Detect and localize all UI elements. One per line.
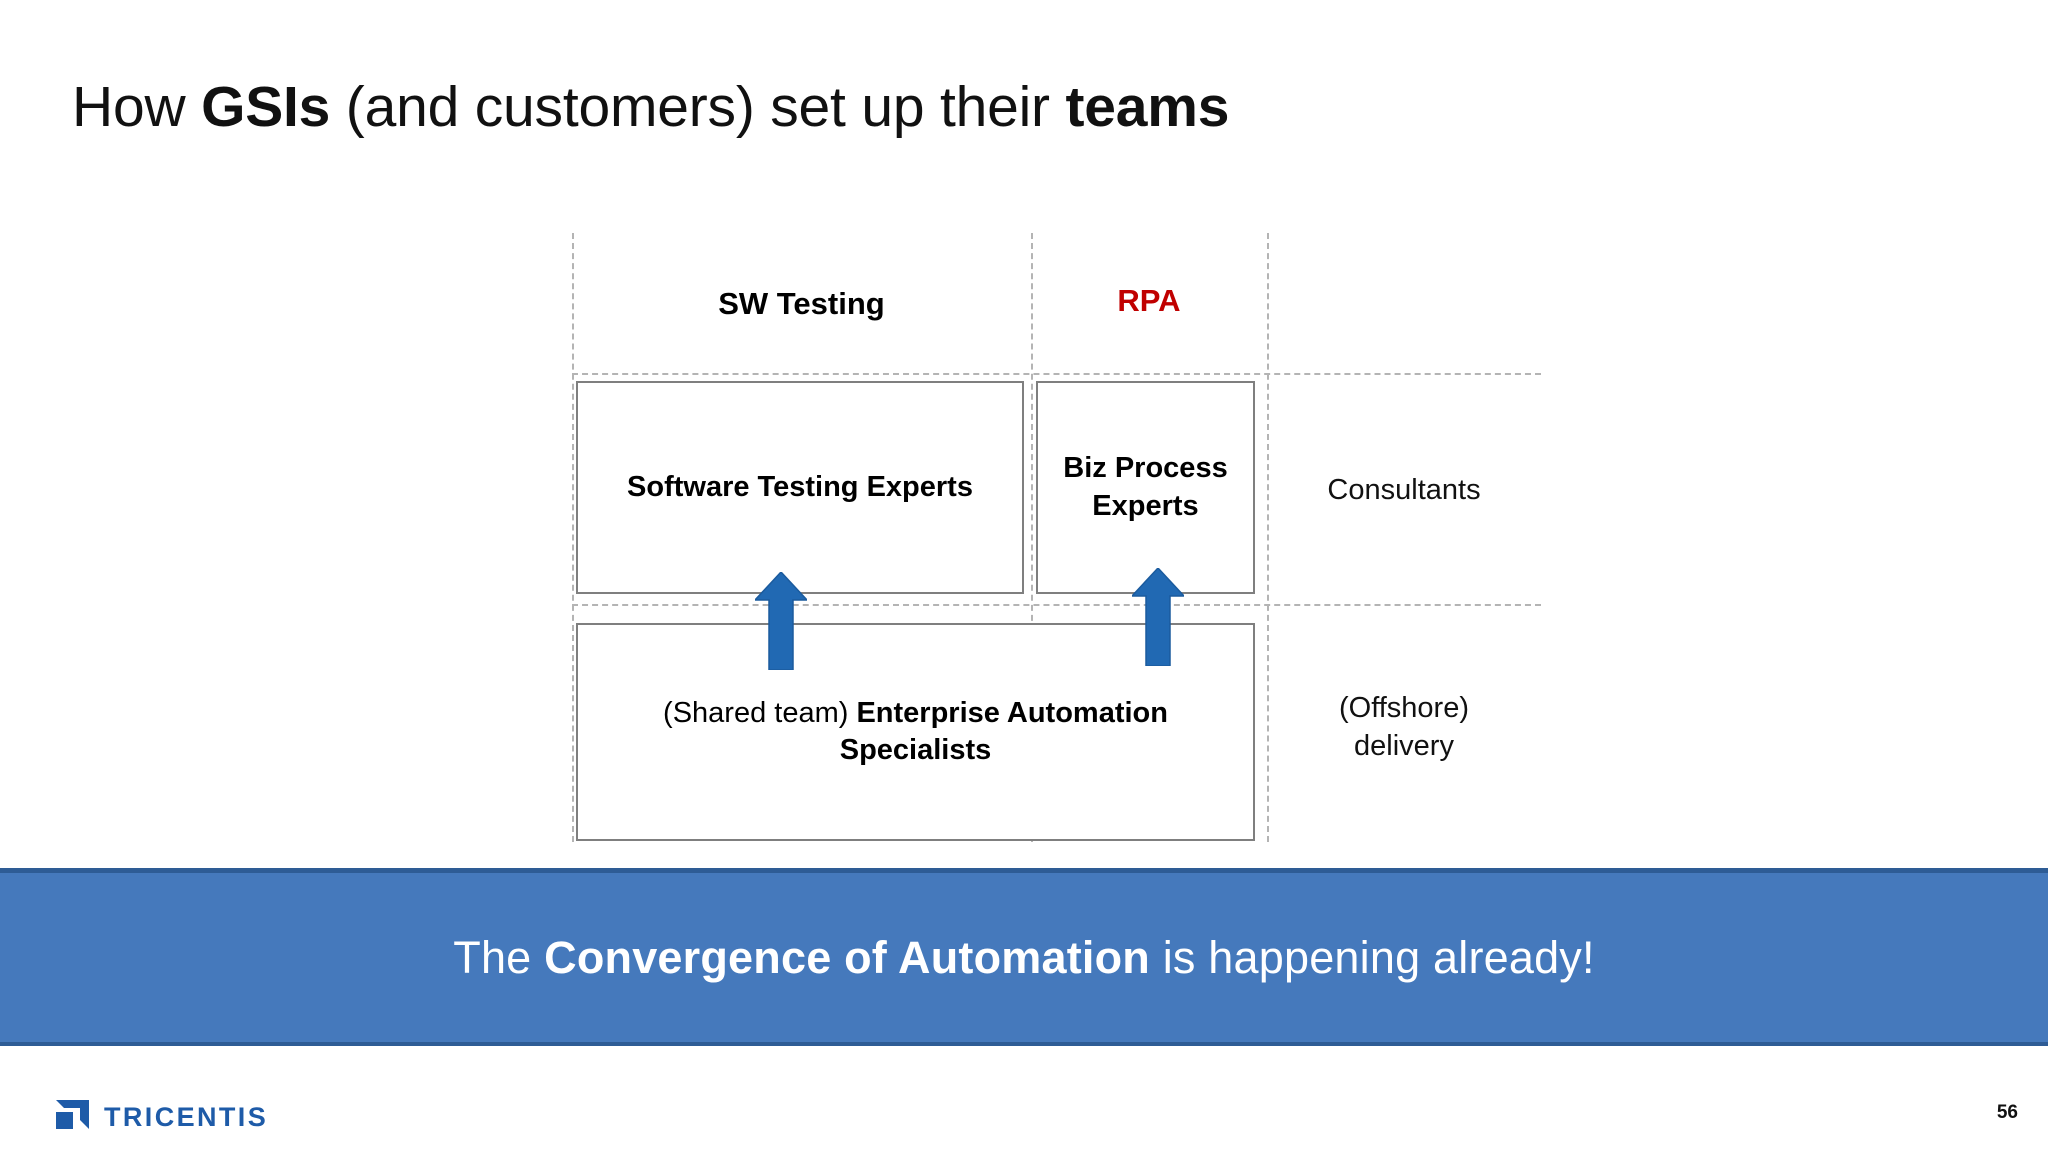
page-number: 56 [1996,1102,2018,1123]
grid-line-vertical-right [1267,233,1269,842]
box-biz-process-experts[interactable]: Biz Process Experts [1036,381,1255,594]
side-note-consultants-label: Consultants [1327,474,1481,506]
box-software-testing-experts-label: Software Testing Experts [627,470,973,503]
tricentis-mark-icon [54,1098,91,1136]
title-part-middle: (and customers) set up their [330,75,1066,139]
box-software-testing-experts[interactable]: Software Testing Experts [576,381,1024,594]
title-part-teams: teams [1065,75,1230,139]
grid-line-horizontal-bottom [572,604,1541,606]
side-note-offshore-line1: (Offshore) [1338,692,1469,724]
column-header-rpa: RPA [1031,282,1267,319]
side-note-offshore-line2: delivery [1354,729,1454,762]
column-header-sw-testing: SW Testing [572,285,1031,322]
tricentis-logo: TRICENTIS [54,1098,268,1136]
box-biz-process-experts-label: Biz Process Experts [1063,452,1228,522]
side-note-consultants: Consultants [1267,472,1541,510]
convergence-banner: The Convergence of Automation is happeni… [0,868,2048,1046]
banner-bold: Convergence of Automation [544,931,1150,983]
column-header-sw-testing-label: SW Testing [718,286,885,321]
banner-prefix: The [453,931,545,983]
convergence-banner-text: The Convergence of Automation is happeni… [453,932,1594,984]
box-enterprise-automation-specialists[interactable]: (Shared team) Enterprise Automation Spec… [576,623,1255,841]
shared-team-bold: Enterprise Automation Specialists [839,696,1168,766]
arrow-up-rpa-icon [1130,566,1186,667]
box-enterprise-automation-specialists-label: (Shared team) Enterprise Automation Spec… [578,695,1253,769]
grid-line-horizontal-top [572,373,1541,375]
title-part-prefix: How [72,75,202,139]
grid-line-vertical-middle [1031,233,1033,842]
shared-team-prefix: (Shared team) [663,696,857,729]
banner-suffix: is happening already! [1150,931,1595,983]
team-structure-diagram: SW Testing RPA Software Testing Experts … [572,233,1541,842]
grid-line-vertical-left [572,233,574,842]
tricentis-wordmark: TRICENTIS [104,1101,269,1132]
page-title: How GSIs (and customers) set up their te… [72,74,1229,140]
arrow-up-sw-testing-icon [753,570,809,671]
title-part-gsis: GSIs [201,75,331,139]
column-header-rpa-label: RPA [1117,283,1181,318]
side-note-offshore-delivery: (Offshore) delivery [1267,690,1541,765]
